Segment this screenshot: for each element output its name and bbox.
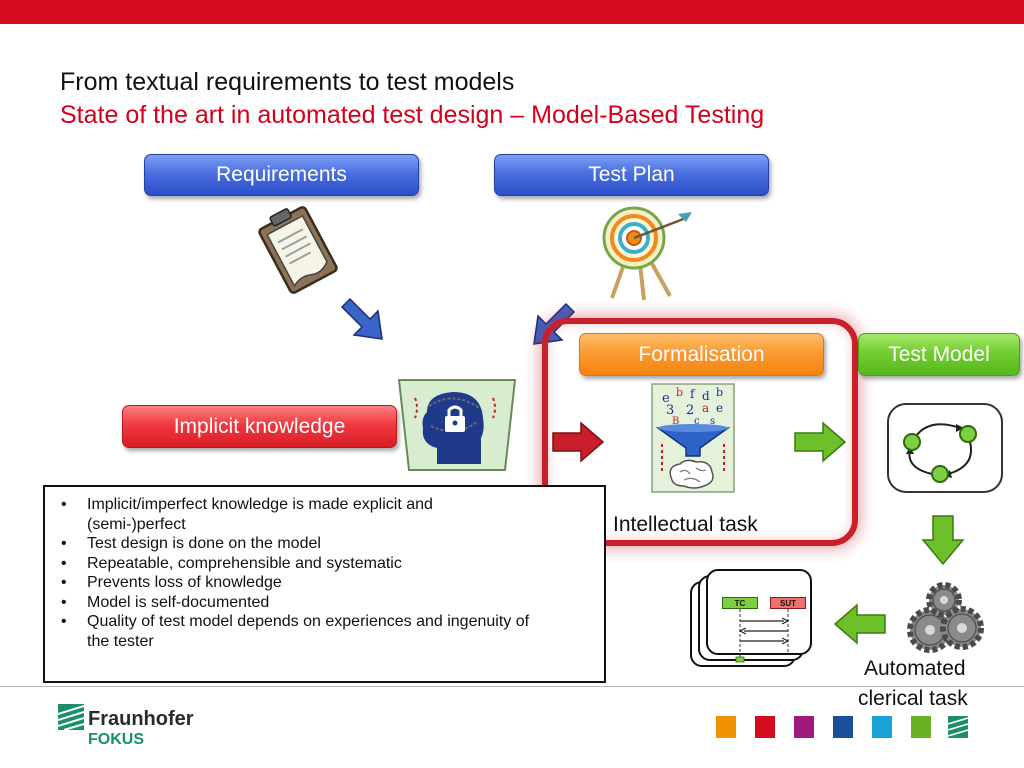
formalisation-box: Formalisation (579, 333, 824, 376)
target-icon (602, 206, 692, 301)
svg-text:e: e (716, 401, 723, 415)
funnel-brain-icon: e b f d b 3 2 a e B c s (651, 383, 735, 493)
footer-square-teal (948, 716, 968, 738)
svg-text:b: b (676, 386, 683, 399)
list-item: Test design is done on the model (59, 534, 594, 554)
footer-square-red (755, 716, 775, 738)
svg-text:s: s (710, 416, 715, 427)
svg-text:d: d (702, 389, 710, 403)
page-title: From textual requirements to test models (60, 68, 515, 96)
svg-text:f: f (690, 387, 696, 401)
test-plan-box: Test Plan (494, 154, 769, 196)
benefits-list: Implicit/imperfect knowledge is made exp… (59, 495, 594, 651)
footer-square-blue (833, 716, 853, 738)
sut-lifeline-label: SUT (770, 597, 806, 609)
footer-square-purple (794, 716, 814, 738)
svg-text:a: a (702, 401, 709, 415)
sequence-diagram-icon (735, 609, 790, 663)
top-bar (0, 0, 1024, 24)
svg-text:b: b (716, 386, 723, 399)
footer-square-orange (716, 716, 736, 738)
test-model-box: Test Model (858, 333, 1020, 376)
fraunhofer-logo-icon (58, 704, 84, 730)
logo-subname: FOKUS (88, 731, 144, 748)
footer-divider (0, 686, 1024, 687)
locked-head-icon (397, 379, 517, 471)
arrow-right-green-icon (794, 421, 847, 463)
list-item: Prevents loss of knowledge (59, 573, 594, 593)
implicit-knowledge-box: Implicit knowledge (122, 405, 397, 448)
requirements-box: Requirements (144, 154, 419, 196)
arrow-left-green-icon (833, 603, 886, 645)
formalisation-highlight (542, 318, 858, 546)
list-item: Quality of test model depends on experie… (59, 612, 549, 651)
automated-caption-line2: clerical task (858, 687, 968, 710)
list-item: Repeatable, comprehensible and systemati… (59, 554, 594, 574)
svg-text:B: B (672, 416, 679, 427)
svg-text:c: c (694, 416, 700, 427)
svg-text:3: 3 (666, 403, 674, 418)
benefits-box: Implicit/imperfect knowledge is made exp… (43, 485, 606, 683)
list-item: Model is self-documented (59, 593, 594, 613)
gears-icon (907, 582, 984, 653)
footer-square-cyan (872, 716, 892, 738)
state-machine-icon (887, 403, 1003, 493)
footer-square-green (911, 716, 931, 738)
logo-name: Fraunhofer (88, 708, 194, 730)
arrow-down-right-icon (340, 297, 383, 340)
automated-caption-line1: Automated (864, 657, 966, 680)
svg-text:e: e (662, 391, 670, 406)
svg-text:2: 2 (686, 403, 694, 418)
page-subtitle: State of the art in automated test desig… (60, 101, 765, 129)
tc-lifeline-label: TC (722, 597, 758, 609)
arrow-down-green-icon (921, 515, 965, 566)
clipboard-icon (258, 206, 338, 294)
intellectual-task-caption: Intellectual task (613, 513, 758, 536)
list-item: Implicit/imperfect knowledge is made exp… (59, 495, 499, 534)
arrow-right-red-icon (552, 421, 605, 463)
